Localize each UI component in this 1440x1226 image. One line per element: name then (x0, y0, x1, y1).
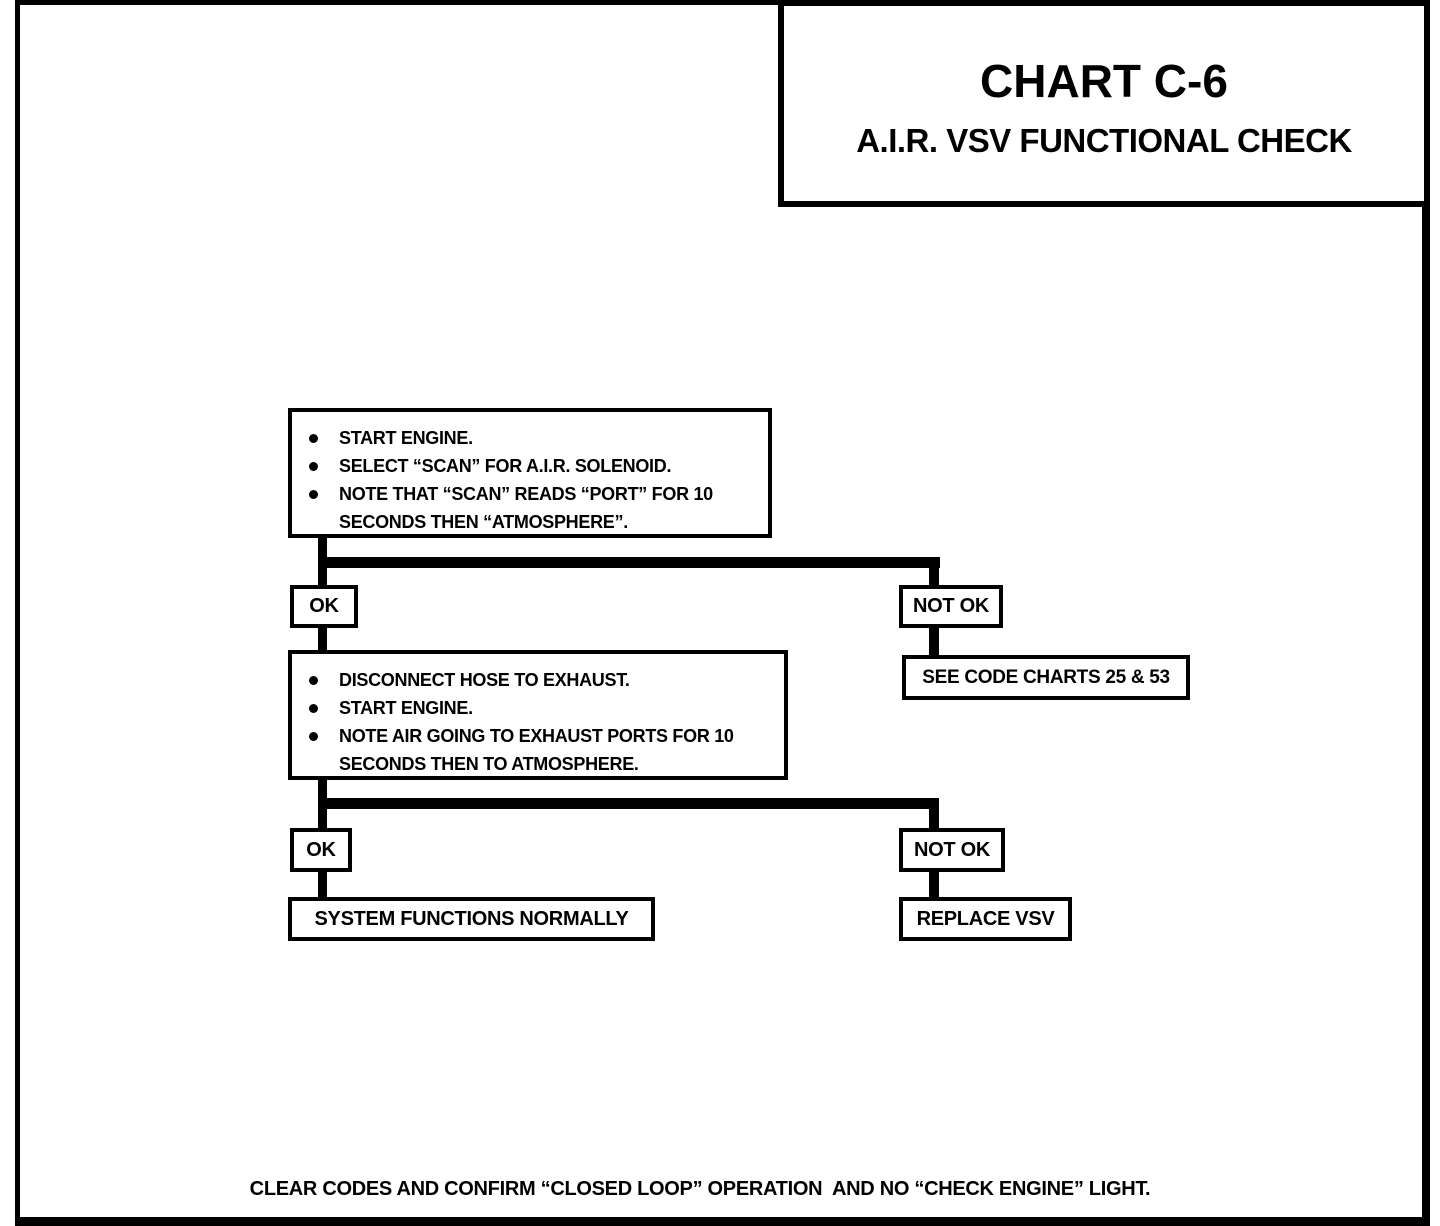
checklist-item-text: NOTE THAT “SCAN” READS “PORT” FOR 10 SEC… (339, 484, 713, 532)
step2-checklist: DISCONNECT HOSE TO EXHAUST. START ENGINE… (306, 666, 774, 778)
bullet-icon (309, 732, 318, 741)
bullet-icon (309, 676, 318, 685)
checklist-item-text: START ENGINE. (339, 428, 473, 448)
checklist-item-text: START ENGINE. (339, 698, 473, 718)
system-functions-normally-box: SYSTEM FUNCTIONS NORMALLY (288, 897, 655, 941)
connector-line (929, 798, 939, 828)
checklist-item: NOTE THAT “SCAN” READS “PORT” FOR 10 SEC… (306, 480, 758, 536)
checklist-item-text: SELECT “SCAN” FOR A.I.R. SOLENOID. (339, 456, 672, 476)
branch1-ok-box: OK (290, 585, 358, 628)
branch2-ok-box: OK (290, 828, 352, 872)
branch2-ok-label: OK (306, 838, 336, 861)
branch1-not-ok-box: NOT OK (899, 585, 1003, 628)
connector-line (318, 798, 938, 809)
checklist-item-text: NOTE AIR GOING TO EXHAUST PORTS FOR 10 S… (339, 726, 734, 774)
bullet-icon (309, 704, 318, 713)
chart-title: A.I.R. VSV FUNCTIONAL CHECK (856, 121, 1352, 159)
connector-line (318, 557, 940, 568)
branch1-ok-label: OK (309, 595, 339, 617)
second-procedure-box: DISCONNECT HOSE TO EXHAUST. START ENGINE… (288, 650, 788, 780)
step1-checklist: START ENGINE. SELECT “SCAN” FOR A.I.R. S… (306, 424, 758, 536)
connector-line (318, 870, 327, 897)
connector-line (929, 626, 939, 657)
checklist-item: START ENGINE. (306, 424, 758, 452)
checklist-item: SELECT “SCAN” FOR A.I.R. SOLENOID. (306, 452, 758, 480)
start-procedure-box: START ENGINE. SELECT “SCAN” FOR A.I.R. S… (288, 408, 772, 538)
system-functions-normally-label: SYSTEM FUNCTIONS NORMALLY (314, 907, 629, 930)
see-code-charts-label: SEE CODE CHARTS 25 & 53 (922, 666, 1170, 688)
checklist-item: DISCONNECT HOSE TO EXHAUST. (306, 666, 774, 694)
connector-line (929, 870, 939, 897)
checklist-item-text: DISCONNECT HOSE TO EXHAUST. (339, 670, 630, 690)
connector-line (929, 557, 939, 585)
connector-line (318, 626, 327, 652)
bullet-icon (309, 434, 318, 443)
replace-vsv-label: REPLACE VSV (916, 907, 1055, 930)
checklist-item: START ENGINE. (306, 694, 774, 722)
chart-number: CHART C-6 (980, 54, 1228, 107)
bullet-icon (309, 462, 318, 471)
branch2-not-ok-label: NOT OK (914, 838, 990, 861)
bullet-icon (309, 490, 318, 499)
footer-note: CLEAR CODES AND CONFIRM “CLOSED LOOP” OP… (249, 1178, 1151, 1200)
chart-title-box: CHART C-6 A.I.R. VSV FUNCTIONAL CHECK (778, 0, 1430, 207)
see-code-charts-box: SEE CODE CHARTS 25 & 53 (902, 655, 1190, 700)
branch2-not-ok-box: NOT OK (899, 828, 1005, 872)
page-border (15, 0, 1430, 1226)
branch1-not-ok-label: NOT OK (913, 595, 989, 617)
checklist-item: NOTE AIR GOING TO EXHAUST PORTS FOR 10 S… (306, 722, 774, 778)
replace-vsv-box: REPLACE VSV (899, 897, 1072, 941)
